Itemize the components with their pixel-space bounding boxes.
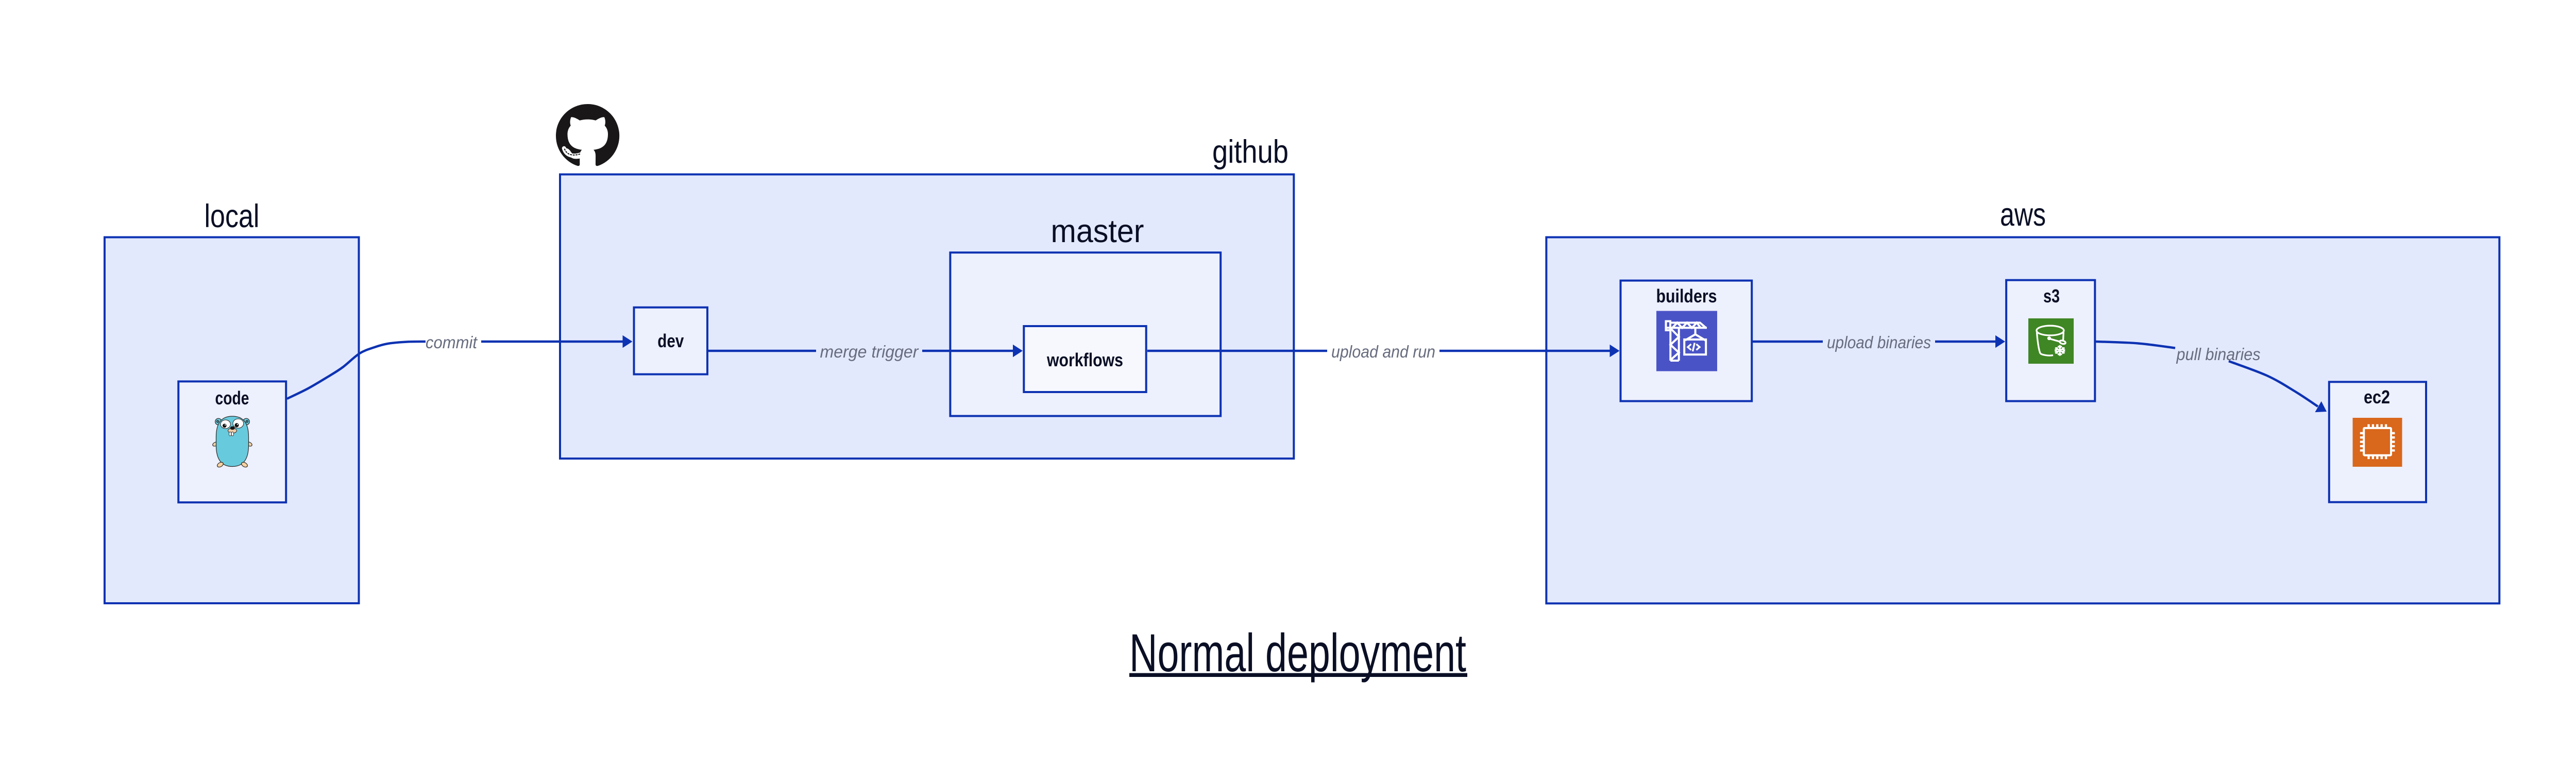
svg-text:local: local [205,198,260,234]
svg-text:github: github [1212,134,1289,170]
svg-text:dev: dev [657,330,684,351]
svg-text:workflows: workflows [1046,349,1123,370]
svg-text:ec2: ec2 [2364,386,2390,408]
svg-text:commit: commit [426,333,478,352]
svg-text:upload and run: upload and run [1331,342,1435,361]
svg-text:code: code [215,387,249,409]
svg-text:s3: s3 [2043,285,2060,307]
svg-text:upload binaries: upload binaries [1827,333,1931,352]
svg-text:aws: aws [2000,197,2046,233]
svg-text:pull binaries: pull binaries [2176,345,2261,364]
svg-text:merge trigger: merge trigger [820,342,920,361]
svg-text:master: master [1051,213,1144,249]
svg-text:builders: builders [1656,285,1717,307]
